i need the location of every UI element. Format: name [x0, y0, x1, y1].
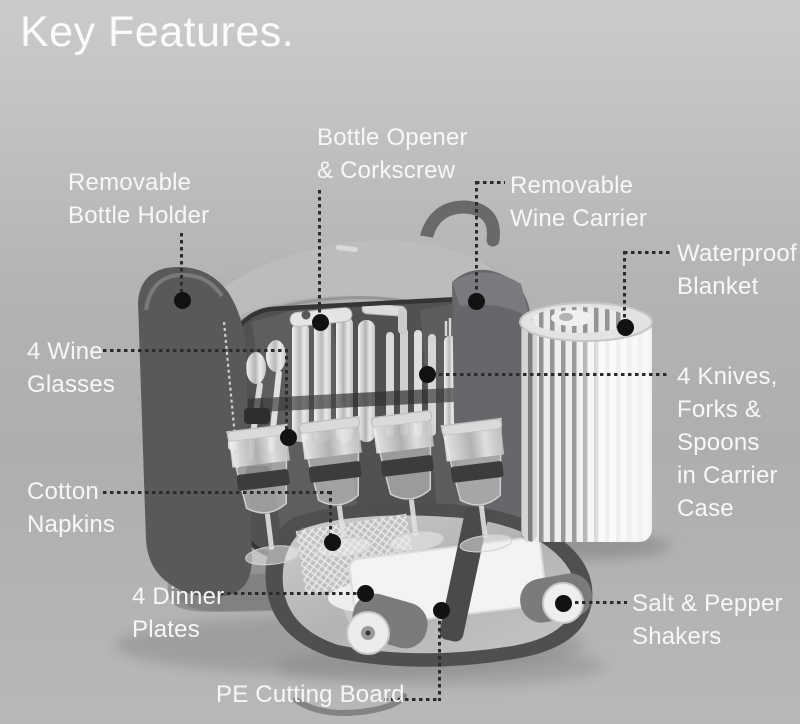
connector-bottle-holder [180, 233, 183, 295]
callout-dot-cotton-napkins [323, 533, 341, 551]
feature-label-four-wine-glasses: 4 Wine Glasses [27, 335, 115, 401]
feature-line: 4 Dinner [132, 583, 225, 610]
feature-label-bottle-opener-corkscrew: Bottle Opener & Corkscrew [317, 121, 468, 187]
feature-line: Case [677, 495, 734, 522]
callout-dot-bottle-opener [311, 313, 329, 331]
feature-label-waterproof-blanket: Waterproof Blanket [677, 237, 797, 303]
feature-label-removable-bottle-holder: Removable Bottle Holder [68, 166, 209, 232]
carry-handle [417, 200, 500, 255]
feature-line: 4 Wine [27, 338, 103, 365]
callout-dot-waterproof-blanket [616, 318, 634, 336]
connector-cotton-napkins-h [103, 491, 332, 494]
connector-wine-glasses-v [285, 349, 288, 433]
feature-line: Cotton [27, 478, 99, 505]
brand-tag [336, 244, 358, 253]
connector-waterproof-blanket-h [624, 251, 670, 254]
feature-line: Shakers [632, 623, 722, 650]
callout-dot-knives-forks-spoons [418, 365, 436, 383]
side-strap [244, 408, 270, 424]
feature-label-removable-wine-carrier: Removable Wine Carrier [510, 169, 647, 235]
striped-blanket-roll [519, 302, 653, 542]
backpack-lid [170, 240, 509, 404]
bottle-opener-corkscrew-tool [289, 303, 407, 334]
feature-line: PE Cutting Board [216, 681, 405, 708]
feature-line: Blanket [677, 273, 759, 300]
feature-line: Bottle Opener [317, 124, 468, 151]
connector-cotton-napkins-v [329, 491, 332, 538]
feature-label-knives-forks-spoons: 4 Knives, Forks & Spoons in Carrier Case [677, 360, 778, 525]
connector-cutting-board-h [384, 698, 441, 701]
feature-label-pe-cutting-board: PE Cutting Board [216, 678, 405, 711]
feature-line: Wine Carrier [510, 205, 648, 232]
feature-line: Napkins [27, 511, 116, 538]
callout-dot-wine-glasses [279, 428, 297, 446]
page-title: Key Features. [20, 8, 295, 56]
feature-line: Plates [132, 616, 200, 643]
callout-dot-dinner-plates [356, 584, 374, 602]
knives [292, 316, 375, 442]
feature-line: Glasses [27, 371, 116, 398]
callout-dot-bottle-holder [173, 291, 191, 309]
feature-label-cotton-napkins: Cotton Napkins [27, 475, 115, 541]
feature-label-four-dinner-plates: 4 Dinner Plates [132, 580, 224, 646]
feature-line: 4 Knives, [677, 363, 778, 390]
feature-line: & Corkscrew [317, 157, 456, 184]
connector-wine-carrier-v [475, 181, 478, 296]
feature-label-salt-pepper-shakers: Salt & Pepper Shakers [632, 587, 783, 653]
elastic-strap [237, 384, 513, 414]
feature-line: Removable [510, 172, 634, 199]
connector-knives-forks-spoons [432, 373, 670, 376]
callout-dot-cutting-board [432, 601, 450, 619]
feature-line: Spoons [677, 429, 760, 456]
connector-waterproof-blanket-v [623, 251, 626, 322]
connector-wine-carrier-h [476, 181, 505, 184]
connector-bottle-opener [318, 190, 321, 317]
feature-line: in Carrier [677, 462, 778, 489]
shoulder-strap-on-ground [293, 693, 407, 716]
wine-glasses [226, 409, 513, 566]
feature-line: Removable [68, 169, 192, 196]
callout-dot-wine-carrier [467, 292, 485, 310]
connector-wine-glasses-h [103, 349, 288, 352]
utensil-handles [386, 328, 436, 436]
feature-line: Bottle Holder [68, 202, 210, 229]
feature-line: Salt & Pepper [632, 590, 783, 617]
feature-line: Forks & [677, 396, 762, 423]
feature-line: Waterproof [677, 240, 797, 267]
connector-salt-pepper [568, 601, 627, 604]
connector-cutting-board-v [438, 614, 441, 701]
connector-dinner-plates [220, 592, 360, 595]
callout-dot-salt-pepper [554, 594, 572, 612]
salt-pepper-shaker-left [346, 593, 428, 655]
